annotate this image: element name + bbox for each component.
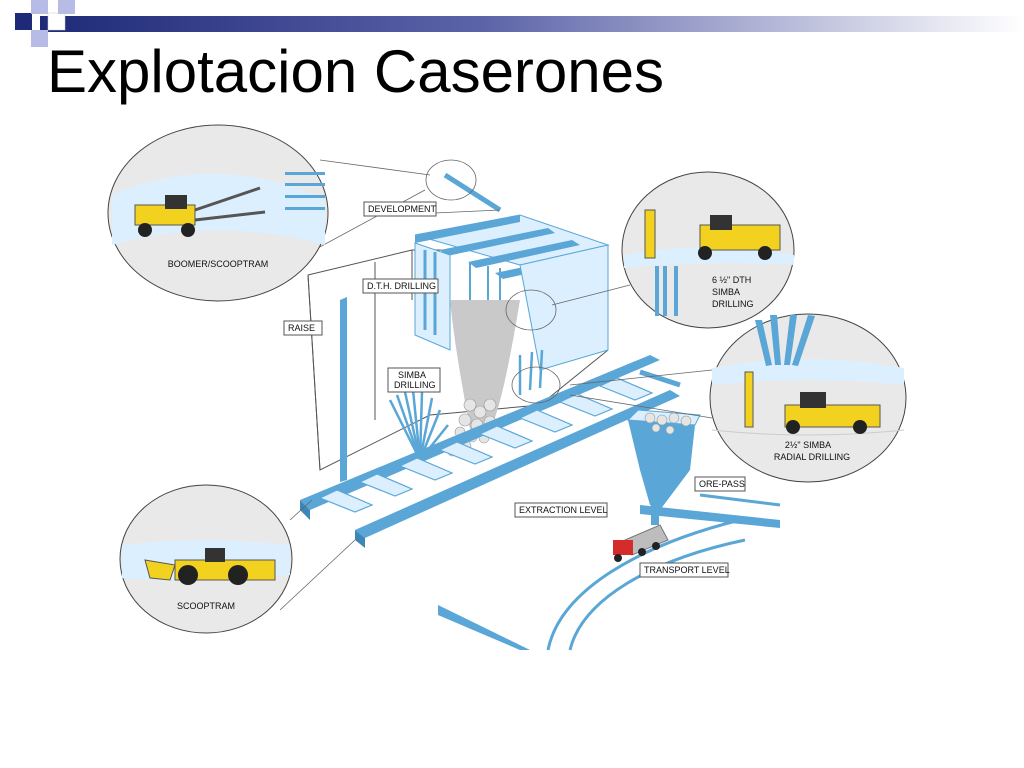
label-ore-pass: ORE-PASS [694, 476, 746, 492]
ore-pass [626, 409, 701, 525]
label-simba-drilling: SIMBA DRILLING [387, 367, 441, 393]
header-square [47, 12, 66, 31]
slide-title: Explotacion Caserones [47, 38, 665, 105]
boomer-label: BOOMER/SCOOPTRAM [168, 259, 269, 269]
svg-text:TRANSPORT LEVEL: TRANSPORT LEVEL [644, 565, 730, 575]
dth-label-line3: DRILLING [712, 299, 754, 309]
header-square [58, 0, 75, 14]
svg-text:D.T.H. DRILLING: D.T.H. DRILLING [367, 281, 436, 291]
boomer-machine-icon [134, 186, 266, 237]
label-transport-level: TRANSPORT LEVEL [639, 562, 730, 578]
header-bar [15, 0, 1024, 47]
inset-scooptram: SCOOPTRAM [119, 484, 293, 634]
header-square [31, 0, 48, 14]
radial-label-line2: RADIAL DRILLING [774, 452, 850, 462]
svg-text:DEVELOPMENT: DEVELOPMENT [368, 204, 437, 214]
callout-connectors [279, 159, 713, 611]
radial-label-line1: 2½" SIMBA [785, 440, 831, 450]
radial-fan [388, 349, 544, 461]
svg-text:DRILLING: DRILLING [394, 380, 436, 390]
svg-text:RAISE: RAISE [288, 323, 315, 333]
label-extraction-level: EXTRACTION LEVEL [514, 502, 608, 518]
inset-radial: 2½" SIMBA RADIAL DRILLING [709, 313, 907, 483]
label-development: DEVELOPMENT [363, 201, 437, 217]
svg-text:EXTRACTION LEVEL: EXTRACTION LEVEL [519, 505, 608, 515]
extraction-level [300, 355, 681, 548]
dth-label-line1: 6 ½" DTH [712, 275, 751, 285]
dth-machine-icon [644, 209, 781, 260]
scooptram-label: SCOOPTRAM [177, 601, 235, 611]
header-square [31, 30, 48, 47]
label-dth-drilling: D.T.H. DRILLING [362, 278, 439, 294]
raise [340, 297, 347, 482]
header-square [15, 13, 32, 30]
label-raise: RAISE [283, 320, 323, 336]
dth-label-line2: SIMBA [712, 287, 740, 297]
svg-text:ORE-PASS: ORE-PASS [699, 479, 745, 489]
header-gradient [40, 16, 1024, 32]
scooptram-machine-icon [144, 548, 276, 585]
transport-level-tunnels [438, 493, 781, 651]
radial-machine-icon [744, 371, 881, 434]
inset-boomer: BOOMER/SCOOPTRAM [107, 124, 329, 302]
inset-dth: 6 ½" DTH SIMBA DRILLING [621, 171, 795, 329]
svg-text:SIMBA: SIMBA [398, 370, 426, 380]
truck-icon [613, 524, 669, 562]
